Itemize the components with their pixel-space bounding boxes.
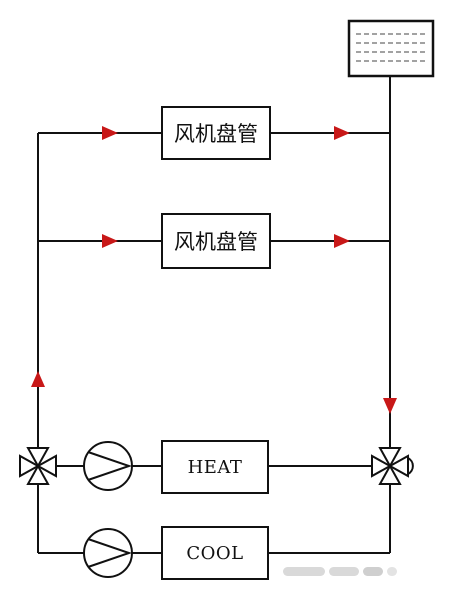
flow-arrow-icon [334, 234, 350, 248]
flow-arrow-icon [102, 234, 118, 248]
fan-coil-top-label: 风机盘管 [174, 122, 258, 146]
heat-label: HEAT [188, 457, 243, 478]
flow-arrow-icon [102, 126, 118, 140]
flow-arrow-icon [334, 126, 350, 140]
fan-coil-unit-top: 风机盘管 [161, 106, 271, 160]
three-way-valve-icon [19, 447, 57, 485]
watermark [283, 567, 398, 577]
fan-coil-unit-bottom: 风机盘管 [161, 213, 271, 269]
circulation-pump-icon [83, 528, 133, 578]
flow-arrow-icon [383, 398, 397, 414]
watermark-blob [387, 567, 397, 576]
watermark-blob [329, 567, 359, 576]
cool-source-unit: COOL [161, 526, 269, 580]
fan-coil-bottom-label: 风机盘管 [174, 230, 258, 254]
circulation-pump-icon [83, 441, 133, 491]
cool-label: COOL [186, 543, 243, 564]
flow-arrow-icon [31, 371, 45, 387]
watermark-blob [283, 567, 325, 576]
heat-source-unit: HEAT [161, 440, 269, 494]
watermark-blob [363, 567, 383, 576]
pipe-network [37, 76, 391, 554]
expansion-tank-icon [347, 19, 435, 78]
three-way-valve-icon [371, 447, 414, 485]
